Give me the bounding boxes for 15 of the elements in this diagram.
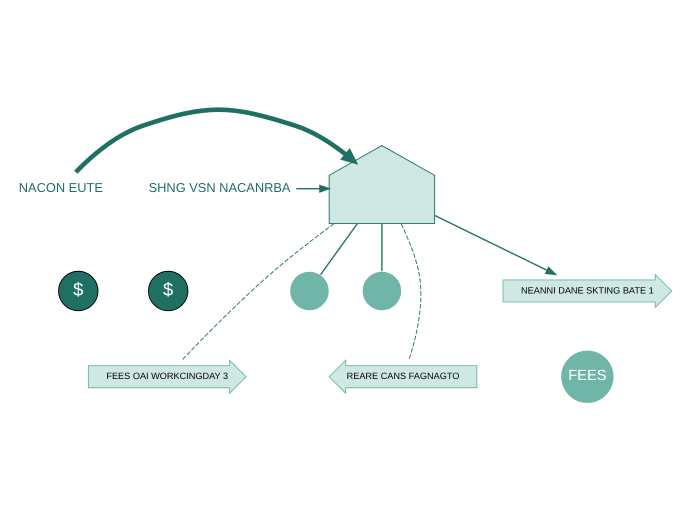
arrow (74, 107, 358, 174)
connector (320, 223, 358, 276)
node-picture (328, 145, 436, 224)
connector (400, 223, 422, 361)
node-circle: FEES (560, 350, 614, 404)
connector (381, 224, 383, 271)
node-text: NACON EUTE (18, 180, 103, 196)
node-text: SHNG VSN NACANRBA (148, 180, 290, 196)
node-circle: $ (148, 270, 188, 312)
node-circle: $ (58, 270, 98, 312)
node-circle (289, 270, 330, 312)
node-circle (362, 270, 402, 312)
connector (182, 223, 334, 360)
arrow (296, 184, 332, 193)
arrow (434, 214, 558, 276)
